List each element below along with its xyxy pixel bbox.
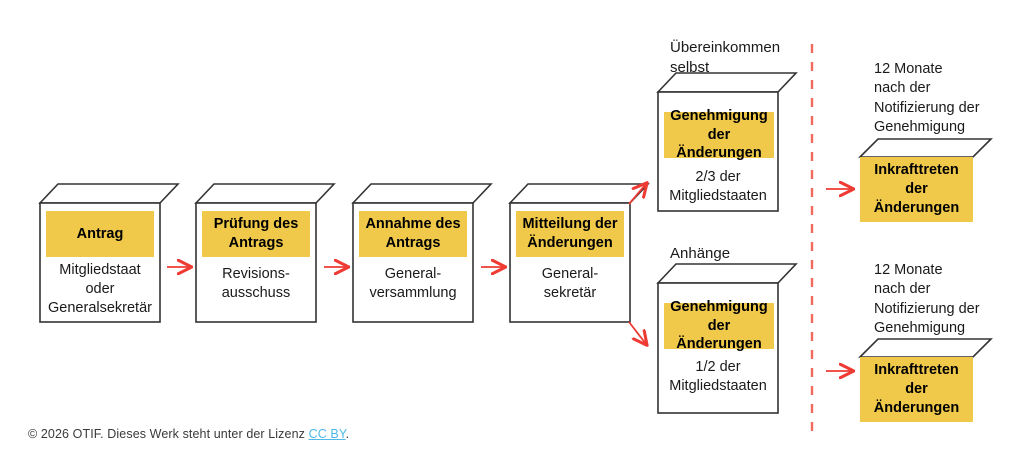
- outcome-convention-shape[interactable]: [858, 138, 993, 222]
- branch-convention-caption: Übereinkommen selbst: [670, 39, 781, 76]
- stage-3-banner: Annahme des Antrags: [359, 211, 467, 257]
- stage-1-subtext: Mitgliedstaat oder Generalsekretär: [48, 262, 152, 316]
- outcome-annexes-shape[interactable]: [858, 338, 993, 422]
- branch-annexes-subtext: 1/2 der Mitgliedstaaten: [669, 359, 767, 394]
- footer-prefix: © 2026 OTIF. Dieses Werk steht unter der…: [28, 427, 309, 441]
- stage-2-banner: Prüfung des Antrags: [202, 211, 310, 257]
- stage-2-subtext: Revisions- ausschuss: [221, 266, 291, 301]
- footer-credit: © 2026 OTIF. Dieses Werk steht unter der…: [28, 427, 349, 441]
- stage-4-subtext: General- sekretär: [541, 266, 599, 301]
- cc-by-link[interactable]: CC BY: [308, 427, 346, 441]
- outcome-convention-label: Inkrafttreten der Änderungen: [873, 162, 960, 216]
- outcome-convention-caption: 12 Monate nach der Notifizierung der Gen…: [874, 61, 980, 135]
- footer-suffix: .: [345, 427, 350, 441]
- arrow-stage4-branch-convention: [628, 184, 646, 205]
- stage-1-banner: Antrag: [46, 211, 154, 257]
- branch-annexes-caption: Anhänge: [670, 245, 731, 262]
- branch-annexes-banner: Genehmigung der Änderungen: [664, 299, 774, 352]
- stage-3-subtext: General- versammlung: [369, 266, 457, 301]
- arrow-stage4-branch-annexes: [628, 321, 646, 344]
- branch-convention-banner: Genehmigung der Änderungen: [664, 108, 774, 161]
- stage-4-banner: Mitteilung der Änderungen: [516, 211, 624, 257]
- branch-convention-subtext: 2/3 der Mitgliedstaaten: [669, 169, 767, 204]
- outcome-annexes-caption: 12 Monate nach der Notifizierung der Gen…: [874, 262, 980, 336]
- outcome-annexes-label: Inkrafttreten der Änderungen: [873, 362, 960, 416]
